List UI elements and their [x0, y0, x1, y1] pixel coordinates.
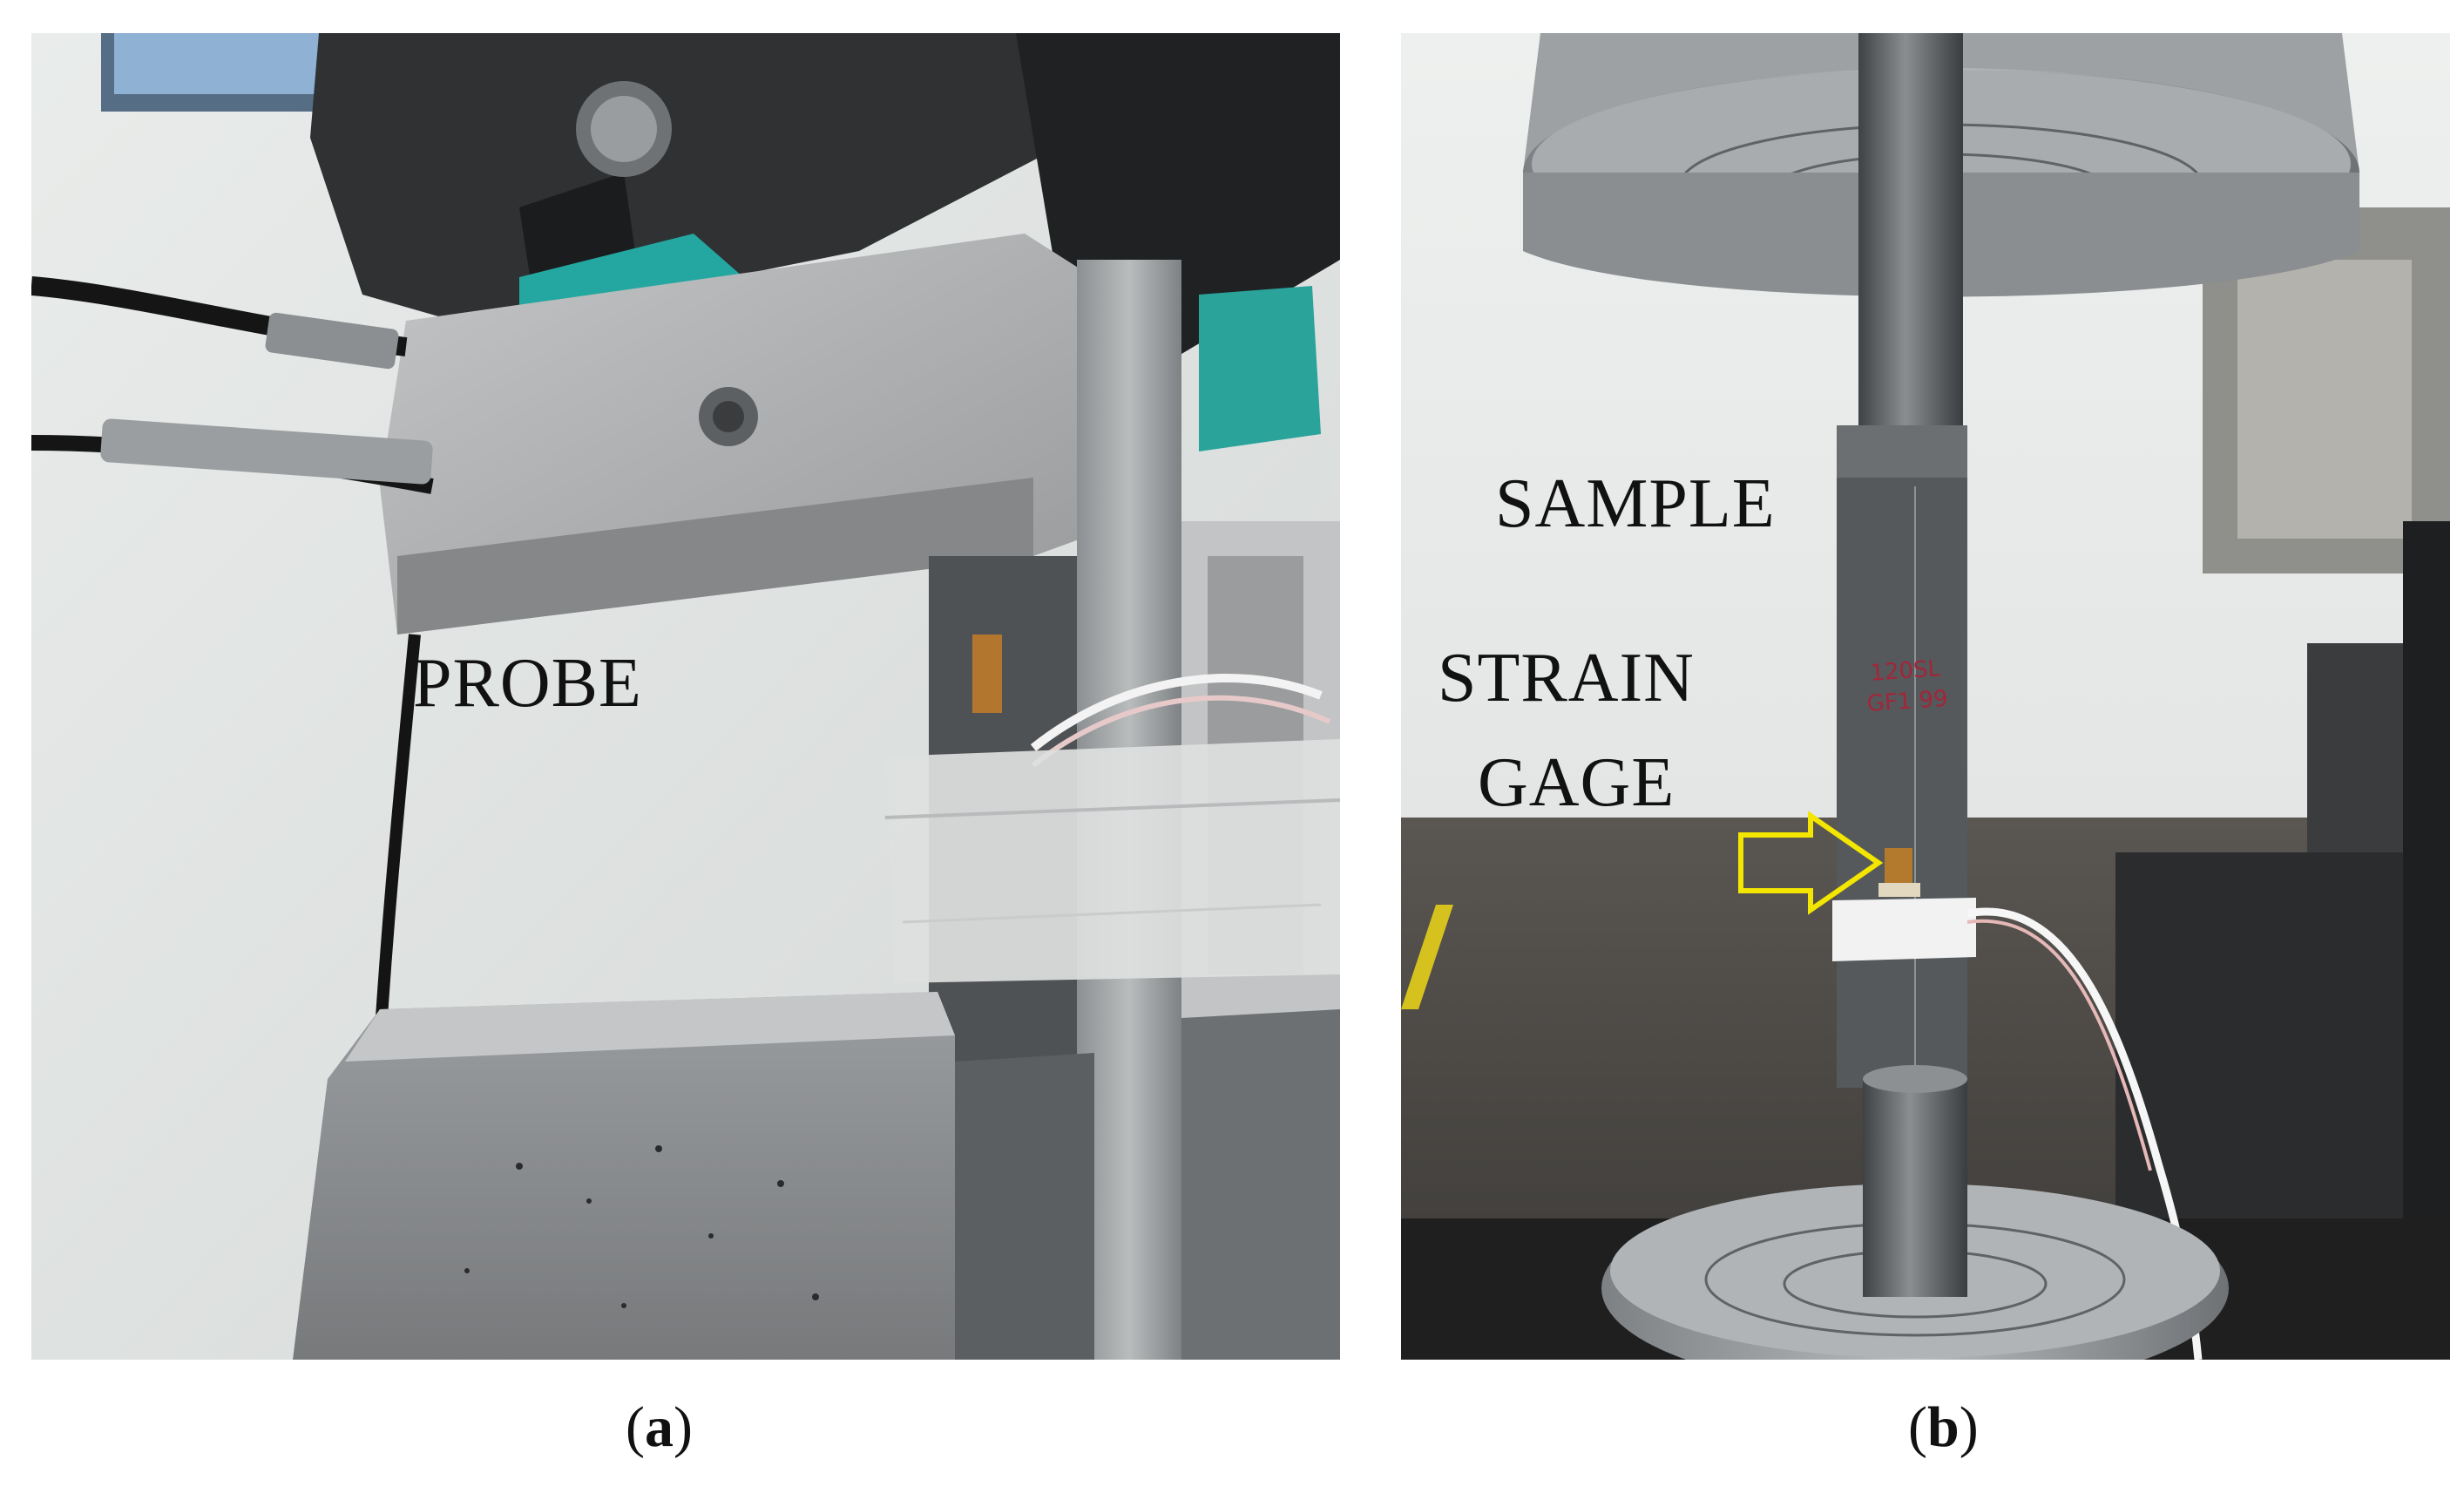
probe-label: PROBE — [413, 645, 642, 722]
caption-b-letter: b — [1926, 1395, 1960, 1459]
photo-panel-a: PROBE — [31, 33, 1340, 1360]
sample-label: SAMPLE — [1495, 465, 1776, 542]
arrow-icon — [1738, 811, 1884, 915]
strain-gage-label-line1: STRAIN — [1438, 640, 1695, 716]
caption-b: (b) — [1908, 1395, 1979, 1461]
caption-a-open: ( — [626, 1395, 645, 1459]
sample-photo — [1401, 33, 2450, 1360]
caption-a-letter: a — [644, 1395, 674, 1459]
probe-photo — [31, 33, 1340, 1360]
caption-b-open: ( — [1908, 1395, 1927, 1459]
caption-a-close: ) — [673, 1395, 693, 1459]
caption-a: (a) — [626, 1395, 693, 1461]
photo-panel-b: 120SL GF1 99 SAMPLE STRAIN GAGE — [1401, 33, 2450, 1360]
strain-gage-label-line2: GAGE — [1478, 744, 1675, 821]
caption-b-close: ) — [1959, 1395, 1979, 1459]
specimen-marking: 120SL GF1 99 — [1852, 653, 1961, 721]
